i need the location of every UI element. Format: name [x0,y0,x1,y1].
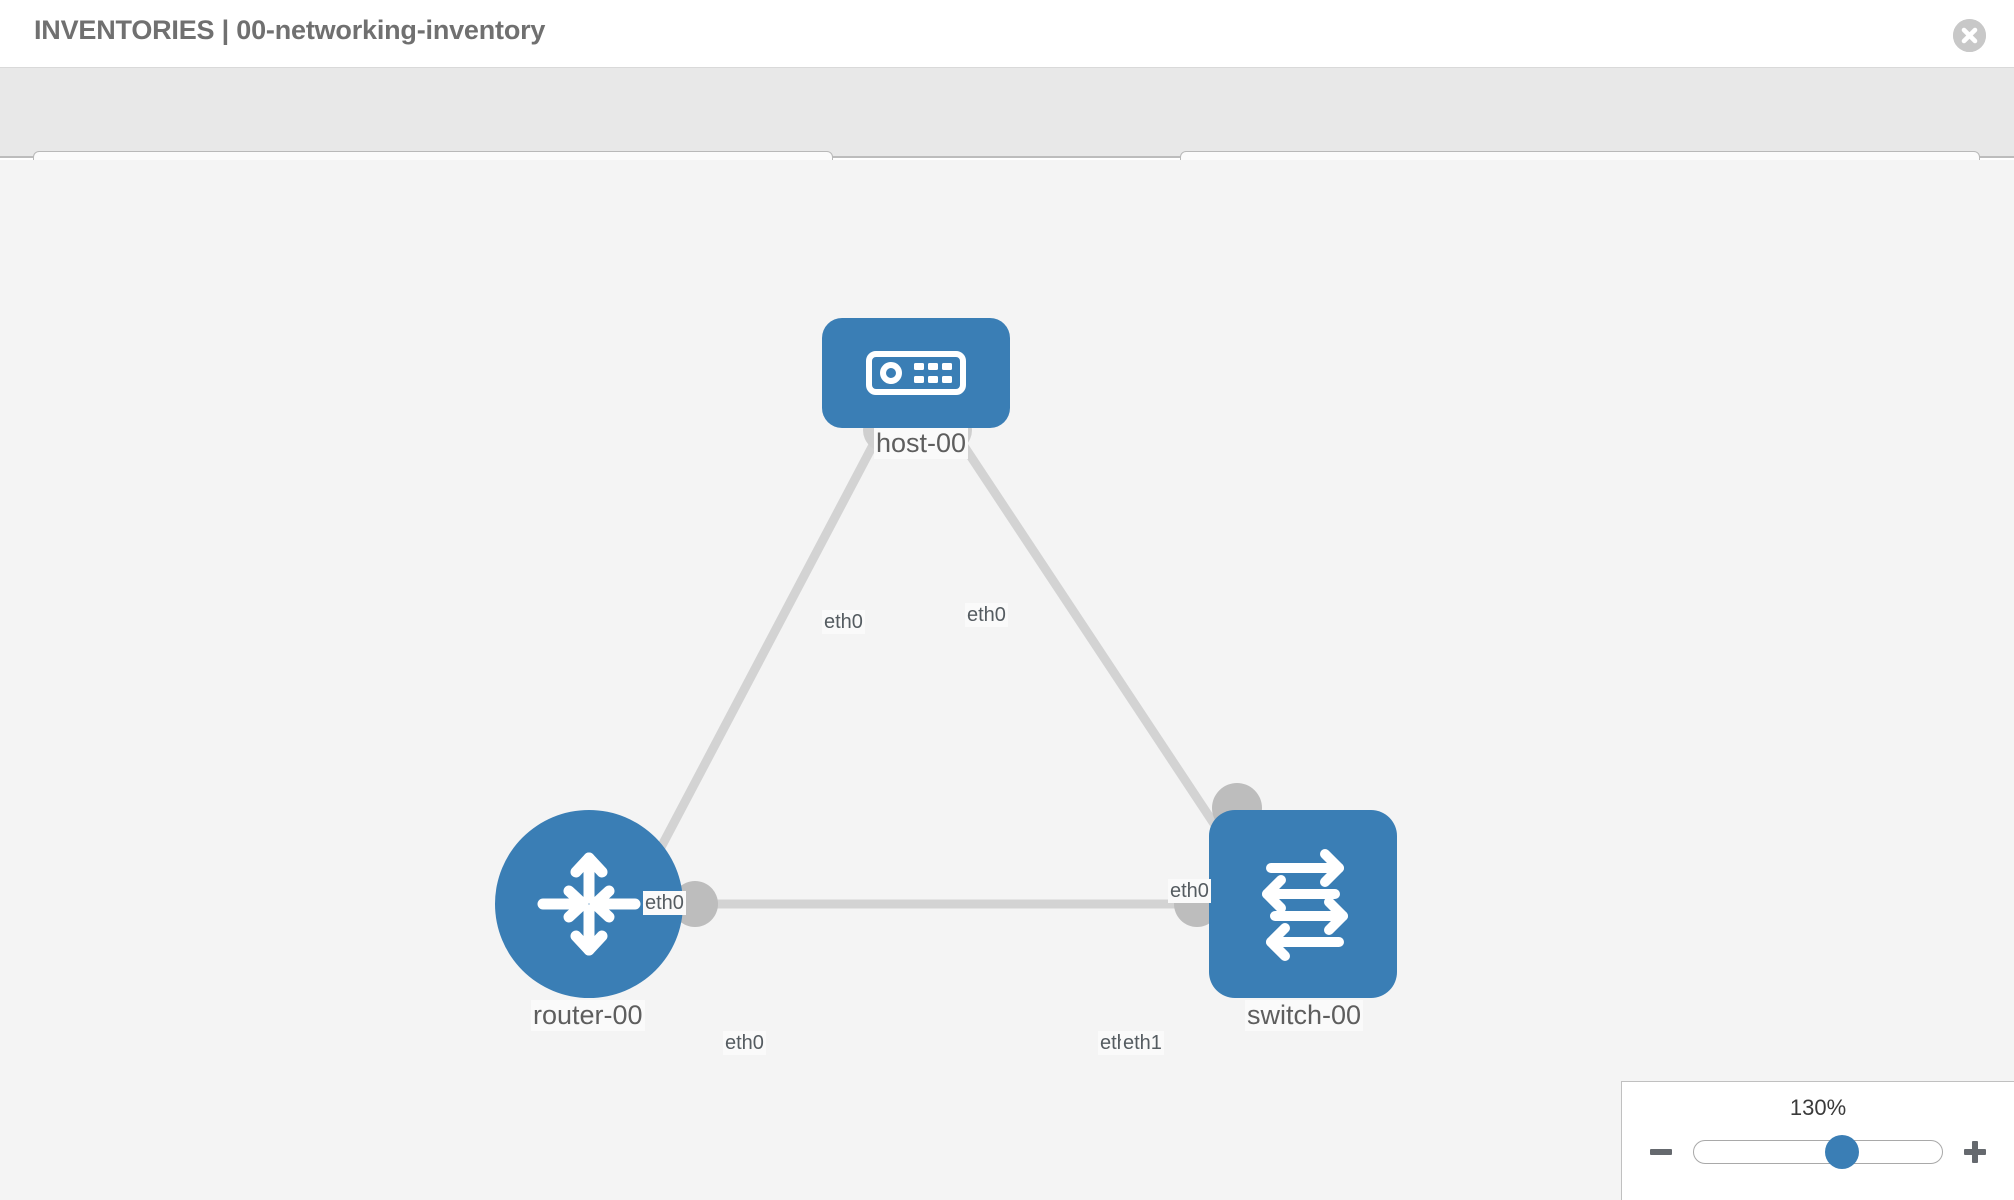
node-label-switch-00: switch-00 [1245,1000,1364,1031]
edge-label-host-eth0-right: eth0 [965,603,1008,627]
host-node-shape[interactable] [822,318,1010,428]
close-icon[interactable] [1953,19,1986,52]
edge-label-router-eth0-up: eth0 [643,891,686,915]
node-label-host-00: host-00 [874,428,969,459]
plus-icon[interactable] [1961,1138,1989,1166]
zoom-level-value: 130% [1789,1095,1847,1120]
topology-canvas[interactable]: host-00 router-00 [0,160,2014,1200]
page-title: INVENTORIES | 00-networking-inventory [34,15,546,45]
zoom-slider-row [1622,1130,2014,1174]
switch-arrows-icon [1262,849,1348,961]
router-arrows-icon [537,852,641,956]
edge-label-host-eth0-left: eth0 [822,610,865,634]
edge-label-switch-eth1: eth1 [1121,1031,1164,1055]
toolbar: ACTIONS SEARCH [0,68,2014,204]
page-header: INVENTORIES | 00-networking-inventory [0,0,2014,68]
server-icon [866,351,966,395]
switch-node-shape[interactable] [1209,810,1397,998]
node-label-router-00: router-00 [531,1000,645,1031]
edge-label-router-eth0-right: eth0 [723,1031,766,1055]
zoom-slider-thumb[interactable] [1825,1135,1859,1169]
zoom-slider[interactable] [1693,1135,1943,1169]
edge-label-switch-eth0-up: eth0 [1168,879,1211,903]
minus-icon[interactable] [1647,1138,1675,1166]
topology-links [644,408,1262,927]
zoom-control-panel: 130% [1621,1081,2014,1200]
